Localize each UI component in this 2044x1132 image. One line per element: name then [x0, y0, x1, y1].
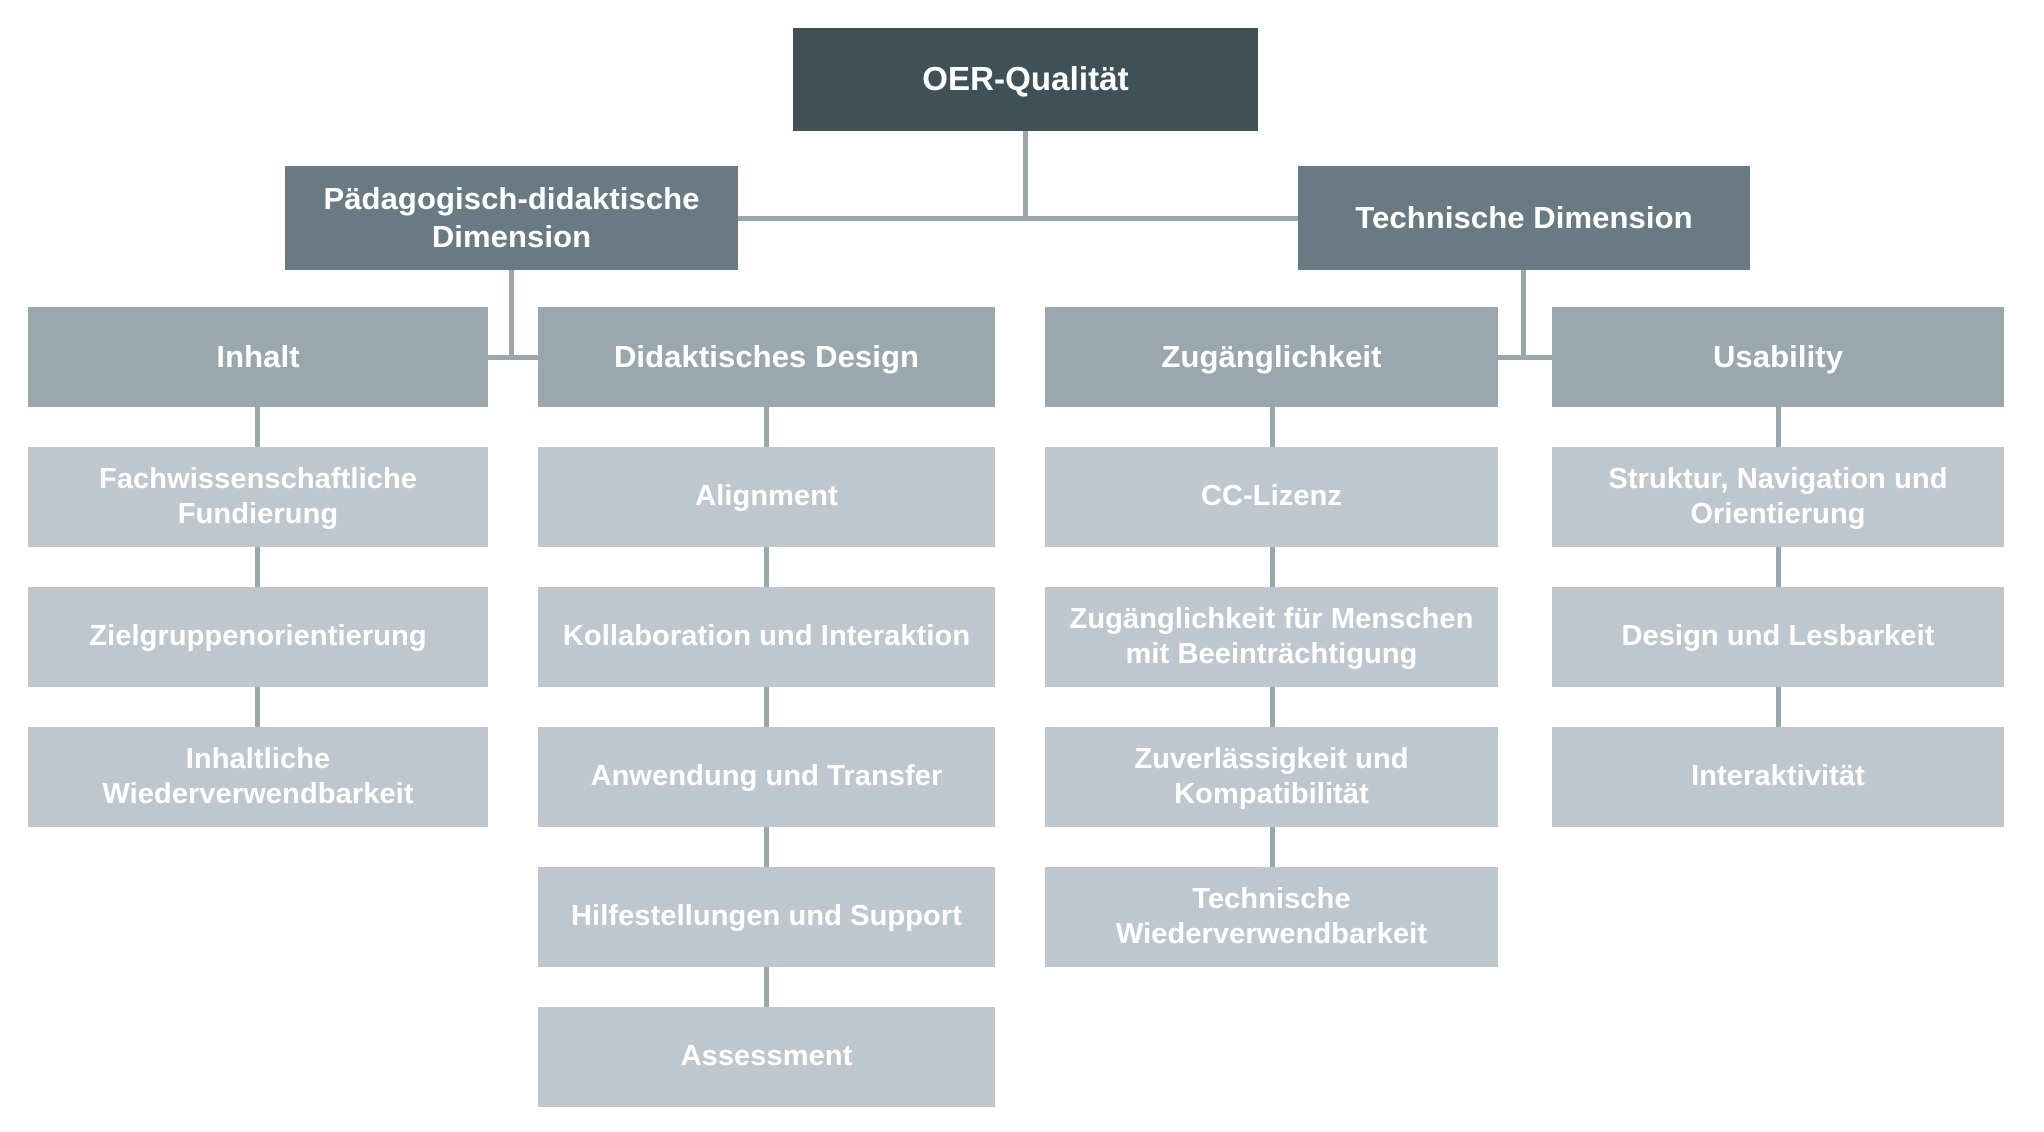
connector-pedagogic-spine	[488, 355, 538, 360]
connector-pedagogic-vertical	[509, 270, 514, 360]
node-category-label-1: Inhalt	[216, 339, 300, 375]
connector-col2-seg5	[764, 967, 769, 1007]
leaf-node[interactable]: Zielgruppenorientierung	[28, 587, 488, 687]
leaf-node[interactable]: CC-Lizenz	[1045, 447, 1498, 547]
connector-col1-seg2	[255, 547, 260, 587]
leaf-node[interactable]: Interaktivität	[1552, 727, 2004, 827]
connector-col4-seg3	[1776, 687, 1781, 727]
leaf-label: Assessment	[680, 1040, 853, 1073]
leaf-node[interactable]: Fachwissenschaftliche Fundierung	[28, 447, 488, 547]
connector-root-vertical	[1023, 131, 1028, 221]
leaf-label: Kollaboration und Interaktion	[562, 620, 971, 653]
connector-technical-spine	[1498, 355, 1552, 360]
leaf-node[interactable]: Hilfestellungen und Support	[538, 867, 995, 967]
leaf-label: Alignment	[695, 480, 838, 513]
leaf-label: Hilfestellungen und Support	[571, 900, 962, 933]
connector-col2-seg3	[764, 687, 769, 727]
leaf-label: Zuverlässigkeit und Kompatibilität	[1134, 742, 1409, 810]
connector-col1-seg3	[255, 687, 260, 727]
connector-col3-seg2	[1270, 547, 1275, 587]
leaf-node[interactable]: Anwendung und Transfer	[538, 727, 995, 827]
node-category-didaktisches-design[interactable]: Didaktisches Design	[538, 307, 995, 407]
leaf-label: Design und Lesbarkeit	[1621, 620, 1935, 653]
node-root-label: OER-Qualität	[922, 60, 1129, 98]
node-dimension-label-1: Pädagogisch-didaktische Dimension	[323, 181, 700, 254]
connector-col4-seg1	[1776, 407, 1781, 447]
node-dimension-label-2: Technische Dimension	[1355, 200, 1693, 236]
leaf-label: CC-Lizenz	[1200, 480, 1343, 513]
leaf-label: Zugänglichkeit für Menschen mit Beeinträ…	[1069, 602, 1474, 670]
leaf-node[interactable]: Kollaboration und Interaktion	[538, 587, 995, 687]
leaf-label: Inhaltliche Wiederverwendbarkeit	[102, 742, 414, 810]
leaf-label: Fachwissenschaftliche Fundierung	[99, 462, 417, 530]
leaf-label: Anwendung und Transfer	[590, 760, 943, 793]
node-category-label-3: Zugänglichkeit	[1161, 339, 1382, 375]
connector-col2-seg2	[764, 547, 769, 587]
leaf-node[interactable]: Struktur, Navigation und Orientierung	[1552, 447, 2004, 547]
node-dimension-technische[interactable]: Technische Dimension	[1298, 166, 1750, 270]
node-category-label-2: Didaktisches Design	[613, 339, 920, 375]
connector-dimension-spine	[738, 216, 1298, 221]
node-category-inhalt[interactable]: Inhalt	[28, 307, 488, 407]
connector-col3-seg3	[1270, 687, 1275, 727]
leaf-label: Struktur, Navigation und Orientierung	[1608, 462, 1948, 530]
leaf-label: Interaktivität	[1691, 760, 1865, 793]
leaf-node[interactable]: Zugänglichkeit für Menschen mit Beeinträ…	[1045, 587, 1498, 687]
leaf-node[interactable]: Design und Lesbarkeit	[1552, 587, 2004, 687]
node-category-label-4: Usability	[1712, 339, 1844, 375]
node-category-usability[interactable]: Usability	[1552, 307, 2004, 407]
connector-col1-seg1	[255, 407, 260, 447]
leaf-node[interactable]: Inhaltliche Wiederverwendbarkeit	[28, 727, 488, 827]
leaf-node[interactable]: Assessment	[538, 1007, 995, 1107]
node-dimension-paedagogisch-didaktische[interactable]: Pädagogisch-didaktische Dimension	[285, 166, 738, 270]
connector-col2-seg1	[764, 407, 769, 447]
node-category-zugaenglichkeit[interactable]: Zugänglichkeit	[1045, 307, 1498, 407]
connector-technical-vertical	[1521, 270, 1526, 360]
connector-col2-seg4	[764, 827, 769, 867]
leaf-node[interactable]: Zuverlässigkeit und Kompatibilität	[1045, 727, 1498, 827]
connector-col4-seg2	[1776, 547, 1781, 587]
connector-col3-seg4	[1270, 827, 1275, 867]
leaf-node[interactable]: Alignment	[538, 447, 995, 547]
leaf-label: Technische Wiederverwendbarkeit	[1115, 882, 1428, 950]
node-root-oer-qualitaet[interactable]: OER-Qualität	[793, 28, 1258, 131]
leaf-node[interactable]: Technische Wiederverwendbarkeit	[1045, 867, 1498, 967]
connector-col3-seg1	[1270, 407, 1275, 447]
leaf-label: Zielgruppenorientierung	[89, 620, 427, 653]
